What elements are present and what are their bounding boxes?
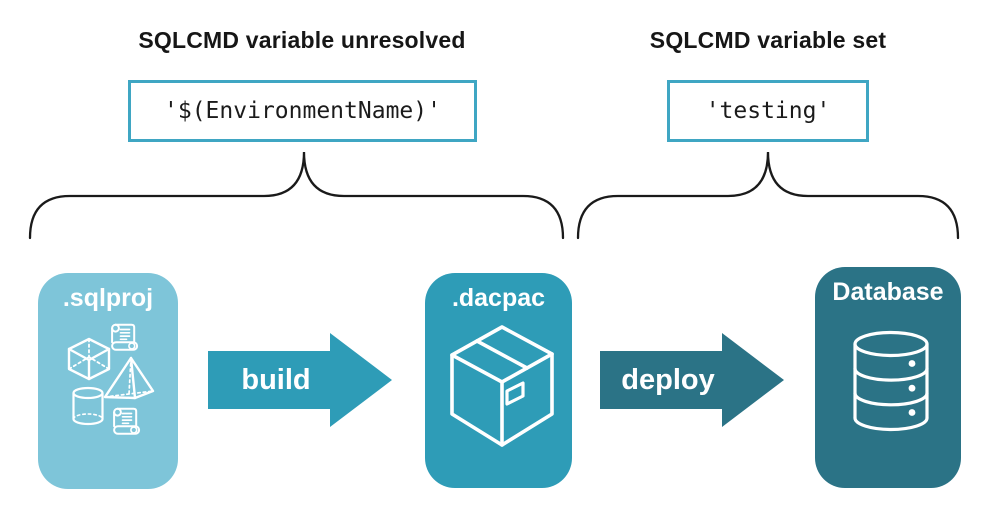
stage-card-sqlproj: .sqlproj <box>38 273 178 489</box>
left-brace-icon <box>28 151 565 240</box>
deploy-arrow <box>600 333 784 427</box>
deploy-arrow-label: deploy <box>621 364 715 396</box>
scroll-icon <box>113 407 141 435</box>
code-box-unresolved: '$(EnvironmentName)' <box>128 80 477 142</box>
stage-label-database: Database <box>832 278 944 306</box>
pyramid-icon <box>103 356 155 400</box>
stage-card-database: Database <box>815 267 961 488</box>
cube-icon <box>67 337 111 381</box>
scroll-icon <box>111 323 139 351</box>
sql-objects-icon-group <box>67 323 155 435</box>
stage-label-dacpac: .dacpac <box>451 284 546 312</box>
heading-unresolved: SQLCMD variable unresolved <box>138 27 466 53</box>
stage-label-sqlproj: .sqlproj <box>62 284 154 312</box>
database-icon <box>853 330 929 432</box>
cylinder-icon <box>72 386 104 426</box>
package-icon <box>450 325 554 447</box>
code-value-set: 'testing' <box>705 98 831 124</box>
build-arrow <box>208 333 392 427</box>
heading-set: SQLCMD variable set <box>649 27 887 53</box>
code-box-set: 'testing' <box>667 80 869 142</box>
code-value-unresolved: '$(EnvironmentName)' <box>164 98 441 124</box>
build-arrow-label: build <box>241 364 311 396</box>
right-brace-icon <box>576 151 960 240</box>
